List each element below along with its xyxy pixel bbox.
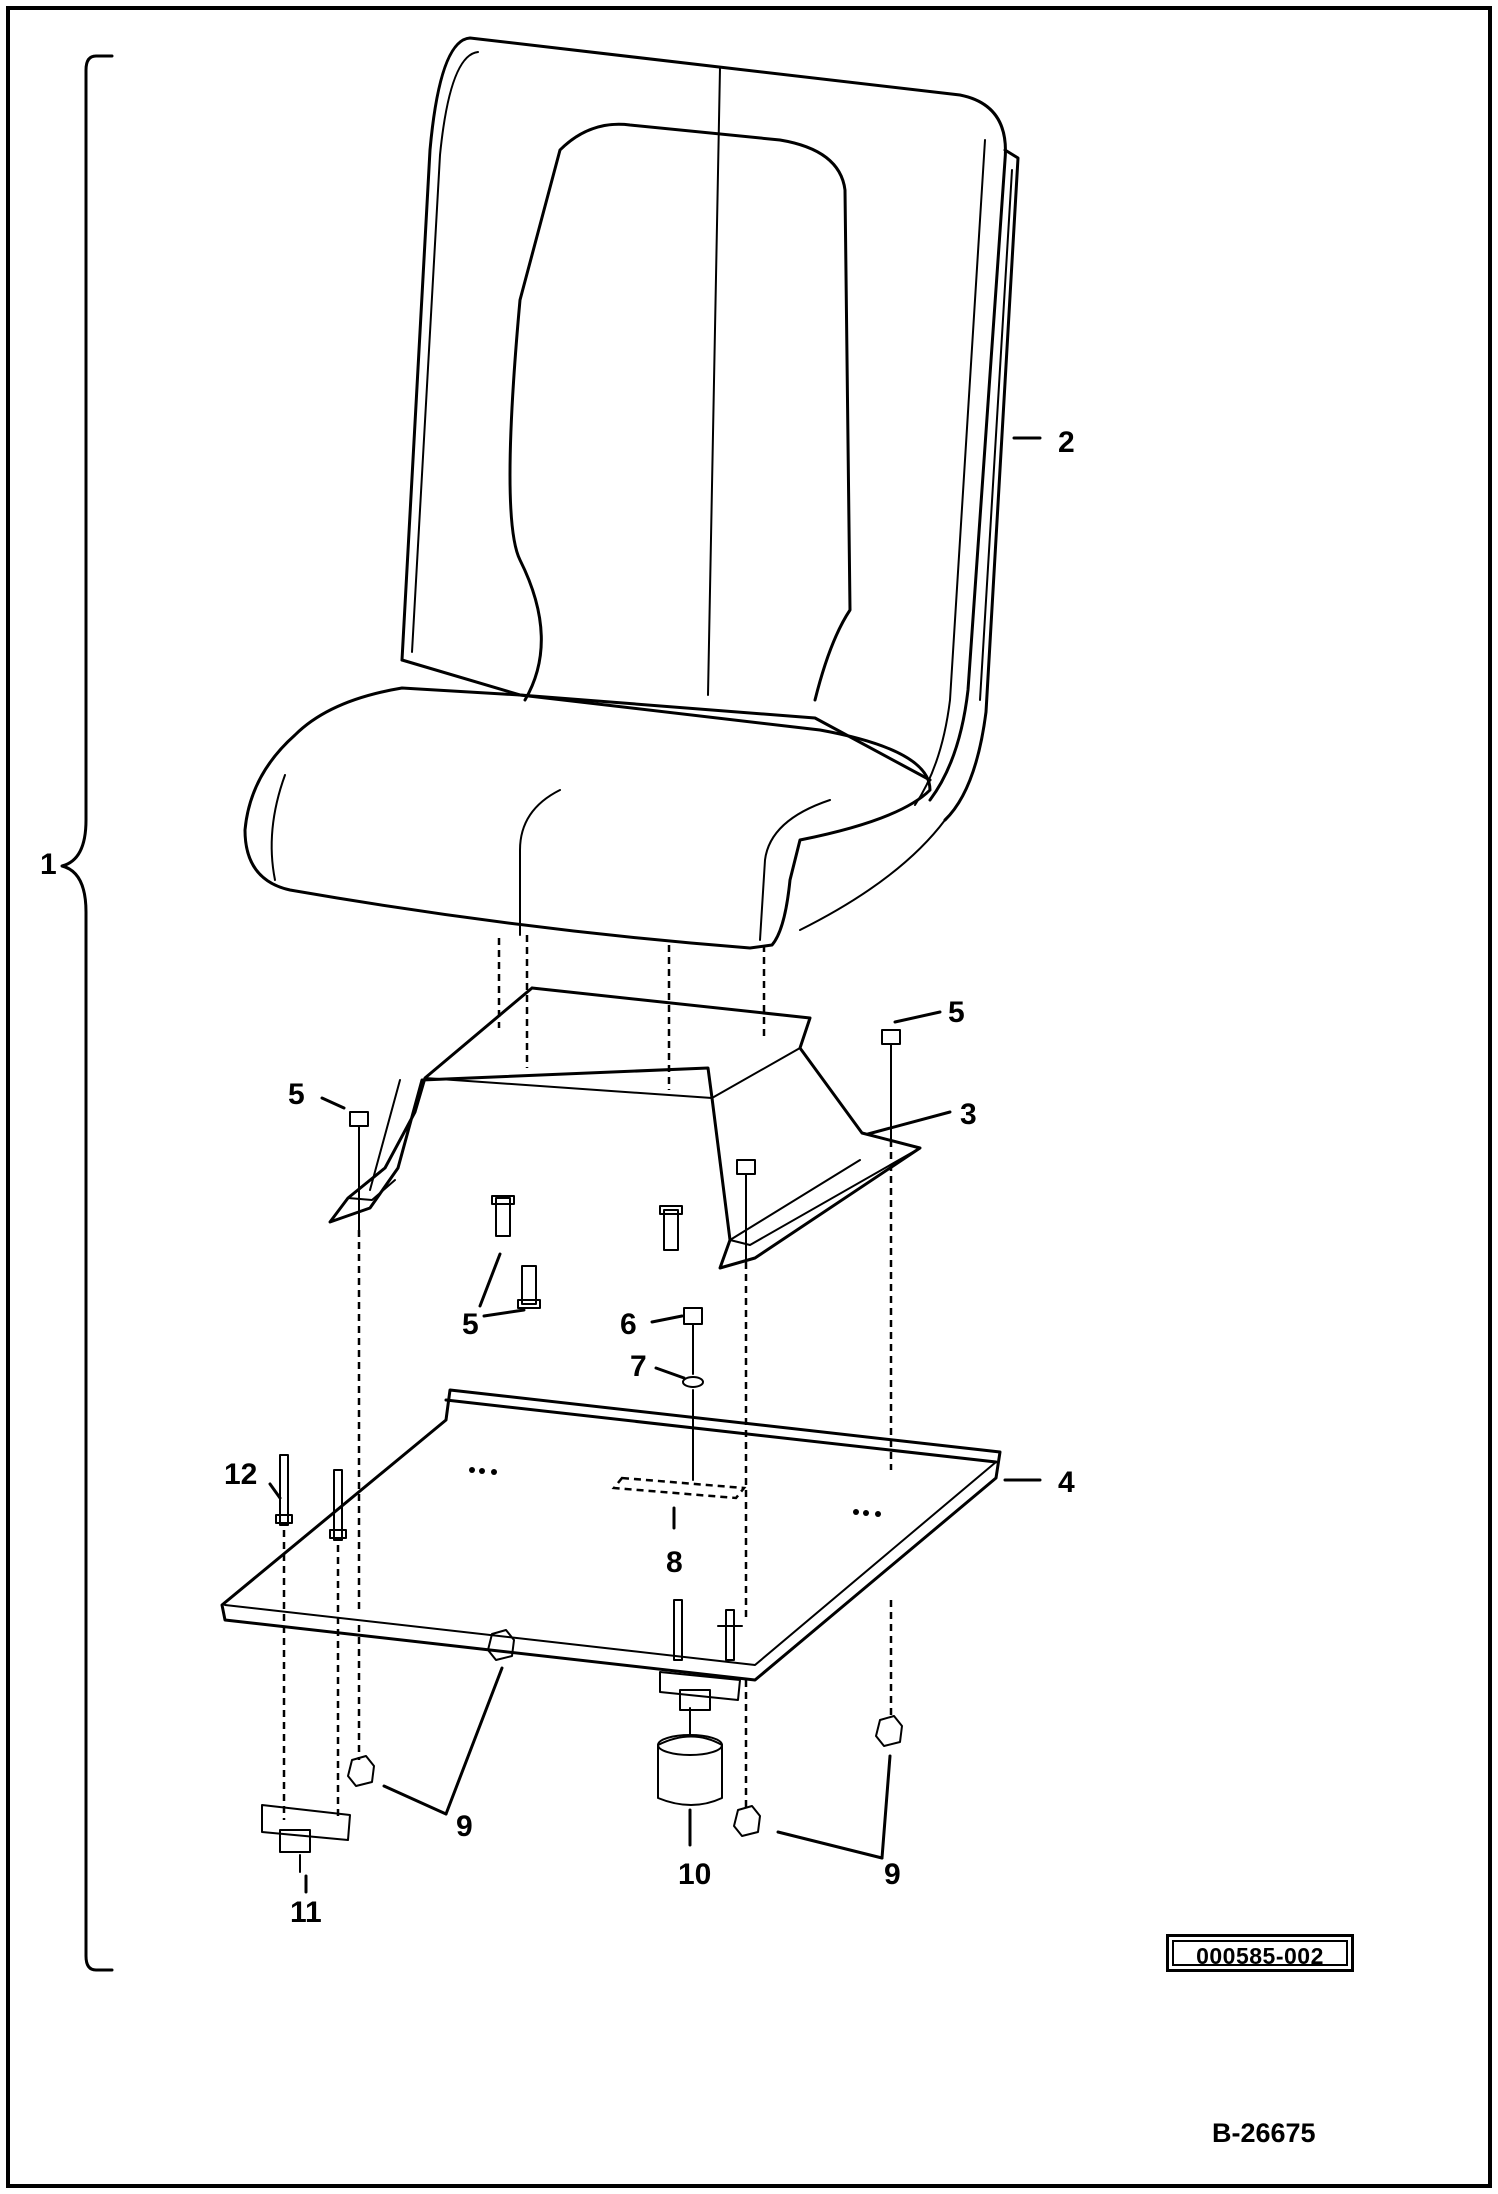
callout-5-right: 5 <box>948 996 965 1029</box>
seat <box>243 36 1020 950</box>
page-border <box>6 6 1492 2188</box>
leader-lines <box>268 436 1042 1894</box>
callout-7: 7 <box>630 1350 647 1383</box>
callout-11: 11 <box>290 1896 322 1929</box>
figure-code-box: 000585-002 <box>1166 1934 1354 1972</box>
callout-5-left: 5 <box>288 1078 305 1111</box>
base-plate <box>220 1388 1002 1682</box>
figure-code: 000585-002 <box>1196 1943 1324 1969</box>
assembly-bracket <box>60 54 114 1972</box>
callout-4: 4 <box>1058 1466 1075 1499</box>
callout-1: 1 <box>40 848 57 881</box>
fasteners <box>261 935 903 1873</box>
callout-8: 8 <box>666 1546 683 1579</box>
callout-9-left: 9 <box>456 1810 473 1843</box>
seat-bracket <box>328 986 922 1270</box>
callout-5-bottom: 5 <box>462 1308 479 1341</box>
callout-12: 12 <box>224 1458 258 1491</box>
callout-3: 3 <box>960 1098 977 1131</box>
document-number: B-26675 <box>1212 2118 1316 2148</box>
callout-9-right: 9 <box>884 1858 901 1891</box>
callout-10: 10 <box>678 1858 712 1891</box>
callout-2: 2 <box>1058 426 1075 459</box>
callout-6: 6 <box>620 1308 637 1341</box>
